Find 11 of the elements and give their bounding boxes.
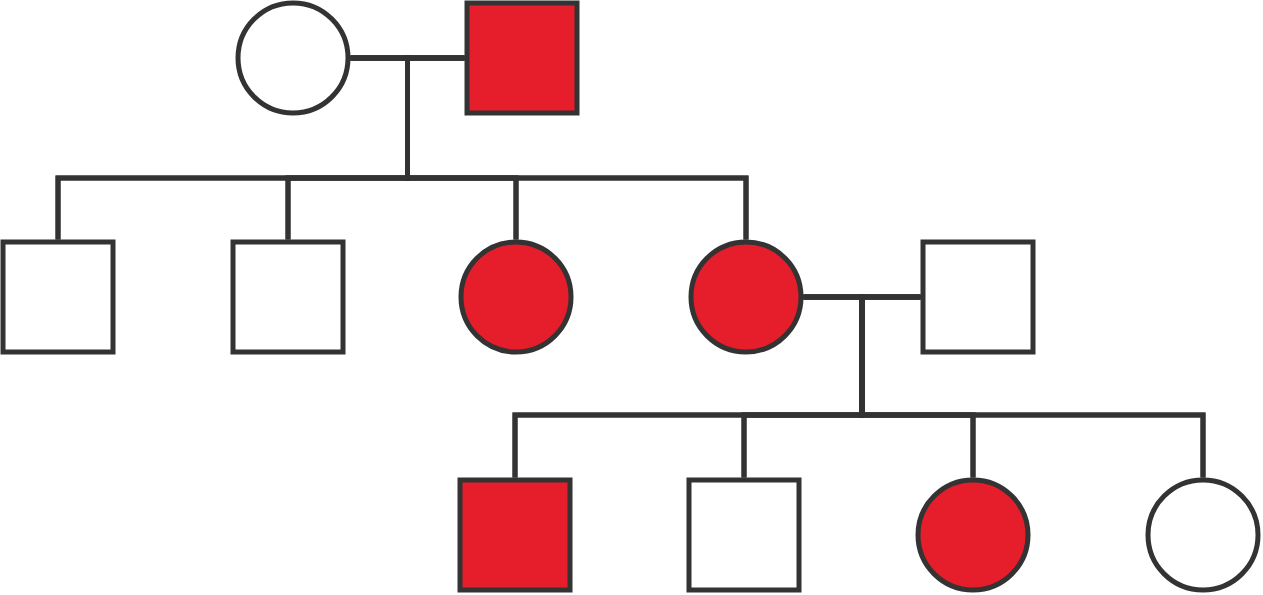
square-symbol (0, 239, 116, 355)
circle-symbol (915, 477, 1031, 593)
square-symbol (230, 239, 346, 355)
circle-symbol (1145, 477, 1261, 593)
square-symbol (686, 477, 802, 593)
square-symbol (920, 239, 1036, 355)
circle-symbol (235, 0, 351, 116)
circle-symbol (688, 239, 804, 355)
square-symbol (457, 477, 573, 593)
square-symbol (464, 0, 580, 116)
circle-symbol (458, 239, 574, 355)
